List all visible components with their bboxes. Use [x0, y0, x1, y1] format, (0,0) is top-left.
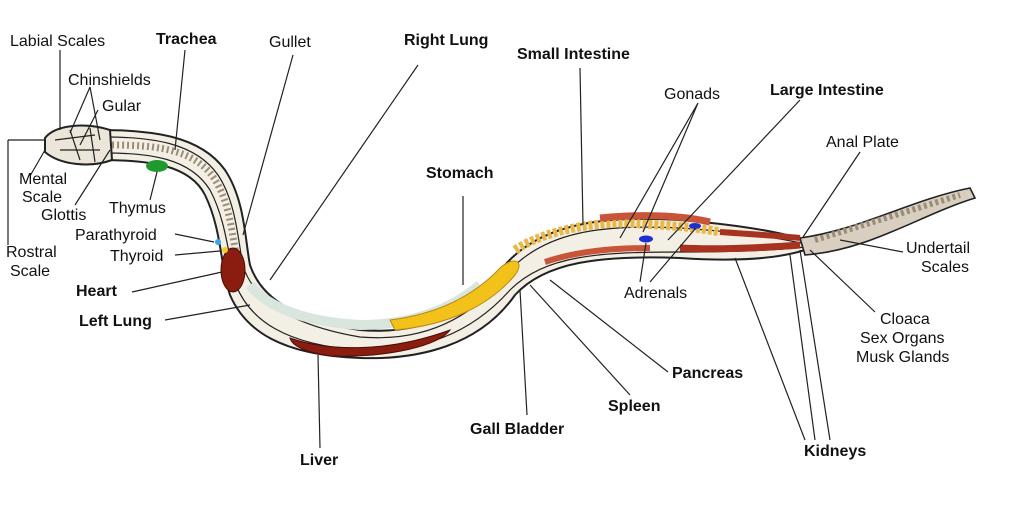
label-rostral-scale-2: Scale	[10, 263, 50, 280]
label-kidneys: Kidneys	[804, 443, 866, 460]
leader-lines	[7, 49, 904, 449]
kidney-organ	[679, 241, 801, 253]
label-rostral-scale-1: Rostral	[6, 244, 57, 261]
labels: Labial Scales Trachea Gullet Right Lung …	[6, 31, 970, 469]
snake-body	[44, 124, 977, 360]
label-undertail-2: Scales	[921, 259, 969, 276]
label-large-intestine: Large Intestine	[770, 82, 884, 99]
label-gullet: Gullet	[269, 34, 311, 51]
adrenal-organ-2	[689, 223, 701, 229]
label-right-lung: Right Lung	[404, 32, 488, 49]
label-gonads: Gonads	[664, 86, 720, 103]
label-sex-organs: Sex Organs	[860, 330, 944, 347]
label-parathyroid: Parathyroid	[75, 227, 157, 244]
stomach-organ	[389, 260, 520, 331]
label-mental-scale-1: Mental	[19, 171, 67, 188]
label-gular: Gular	[102, 98, 142, 115]
label-mental-scale-2: Scale	[22, 189, 62, 206]
label-anal-plate: Anal Plate	[826, 134, 899, 151]
label-undertail-1: Undertail	[906, 240, 970, 257]
label-small-intestine: Small Intestine	[517, 46, 630, 63]
label-thymus: Thymus	[109, 200, 166, 217]
thymus-organ	[146, 160, 168, 172]
label-spleen: Spleen	[608, 398, 660, 415]
thyroid-organ	[222, 247, 228, 253]
label-musk-glands: Musk Glands	[856, 349, 949, 366]
label-gall-bladder: Gall Bladder	[470, 421, 564, 438]
label-chinshields: Chinshields	[68, 72, 151, 89]
label-labial-scales: Labial Scales	[10, 33, 105, 50]
label-stomach: Stomach	[426, 165, 494, 182]
label-heart: Heart	[76, 283, 118, 300]
heart-organ	[220, 247, 246, 293]
label-thyroid: Thyroid	[110, 248, 163, 265]
adrenal-organ	[639, 235, 653, 243]
parathyroid-organ	[215, 239, 221, 245]
label-liver: Liver	[300, 452, 338, 469]
liver-organ	[289, 329, 452, 357]
label-cloaca: Cloaca	[880, 311, 930, 328]
label-adrenals: Adrenals	[624, 285, 687, 302]
label-pancreas: Pancreas	[672, 365, 743, 382]
snake-head	[44, 124, 114, 166]
label-trachea: Trachea	[156, 31, 217, 48]
label-left-lung: Left Lung	[79, 313, 152, 330]
label-glottis: Glottis	[41, 207, 86, 224]
